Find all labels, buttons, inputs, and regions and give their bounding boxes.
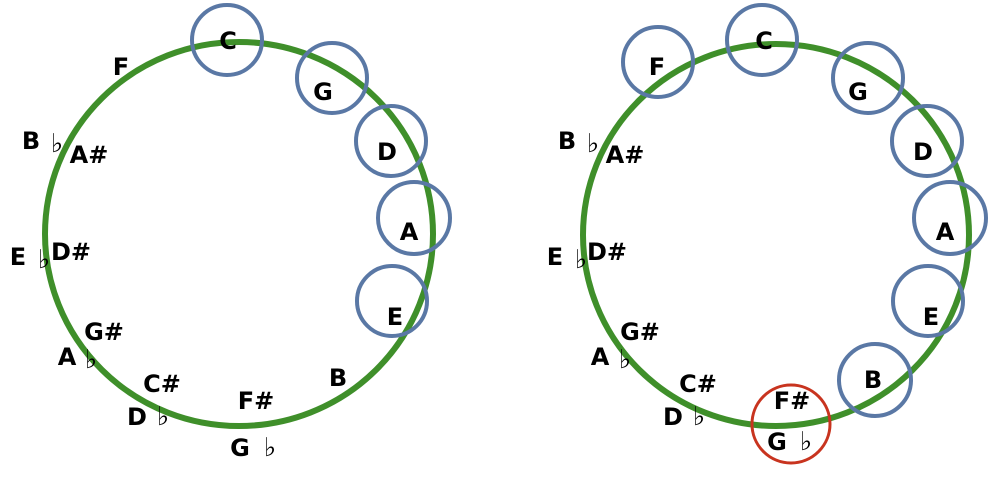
right-bubble-d [890,104,964,178]
left-flat-e-symbol: ♭ [38,245,50,275]
right-flat-a-symbol: ♭ [619,345,631,375]
left-flat-d-symbol: ♭ [157,402,169,432]
right-bubble-g [831,41,905,115]
right-note-e-flat-letter: E [547,243,563,271]
right-bubble-f [621,25,695,99]
right-fifths-ring [580,41,972,429]
right-note-f: F [649,53,665,81]
right-bubble-a [912,180,988,256]
right-flat-e-symbol: ♭ [575,245,587,275]
left-note-f: F [113,53,129,81]
left-note-b: B [329,364,347,392]
right-note-b-flat-letter: B [558,127,576,155]
right-flat-b-symbol: ♭ [587,129,599,159]
right-note-d-sharp: D# [587,238,627,266]
right-bubble-c [725,3,799,77]
left-note-g-flat-letter: G [230,434,250,462]
right-note-b: B [864,366,882,394]
left-note-c: C [219,27,237,55]
left-note-d: D [377,138,397,166]
left-note-c-sharp: C# [143,370,181,398]
right-bubble-b [837,342,913,418]
left-bubble-c [190,3,264,77]
left-note-f-sharp: F# [238,387,275,415]
left-bubble-e [355,264,429,338]
right-note-g: G [848,78,868,106]
right-note-e: E [923,303,939,331]
right-note-c: C [755,27,773,55]
left-note-a-sharp: A# [70,141,109,169]
left-note-g-sharp: G# [84,318,124,346]
left-bubble-d [354,104,428,178]
right-note-g-sharp: G# [620,318,660,346]
left-note-a-flat-letter: A [58,343,77,371]
right-note-c-sharp: C# [679,370,717,398]
left-fifths-ring [42,39,436,429]
left-note-e: E [387,303,403,331]
left-bubble-a [376,180,452,256]
left-note-d-sharp: D# [51,238,91,266]
right-note-a: A [936,218,955,246]
right-flat-g-symbol: ♭ [800,427,812,457]
right-highlight-f-sharp-g-flat [750,383,832,465]
right-diagram: F C G D A E B F# G ♭ C# D ♭ G# A ♭ D# E … [547,3,988,465]
right-bubble-e [891,264,965,338]
left-note-a: A [400,218,419,246]
right-flat-d-symbol: ♭ [693,402,705,432]
left-flat-a-symbol: ♭ [85,345,97,375]
right-note-d: D [913,138,933,166]
left-note-d-flat-letter: D [127,403,147,431]
right-note-f-sharp: F# [774,387,811,415]
right-note-d-flat-letter: D [663,403,683,431]
right-note-g-flat-letter: G [767,428,787,456]
left-note-e-flat-letter: E [10,243,26,271]
left-flat-b-symbol: ♭ [51,129,63,159]
left-diagram: C G D A E B F# G ♭ C# D ♭ G# A ♭ D# E ♭ … [10,3,452,463]
right-note-a-sharp: A# [606,141,645,169]
left-flat-g-symbol: ♭ [264,433,276,463]
left-note-g: G [313,78,333,106]
left-bubble-g [295,41,369,115]
right-note-a-flat-letter: A [591,343,610,371]
left-note-b-flat-letter: B [22,127,40,155]
